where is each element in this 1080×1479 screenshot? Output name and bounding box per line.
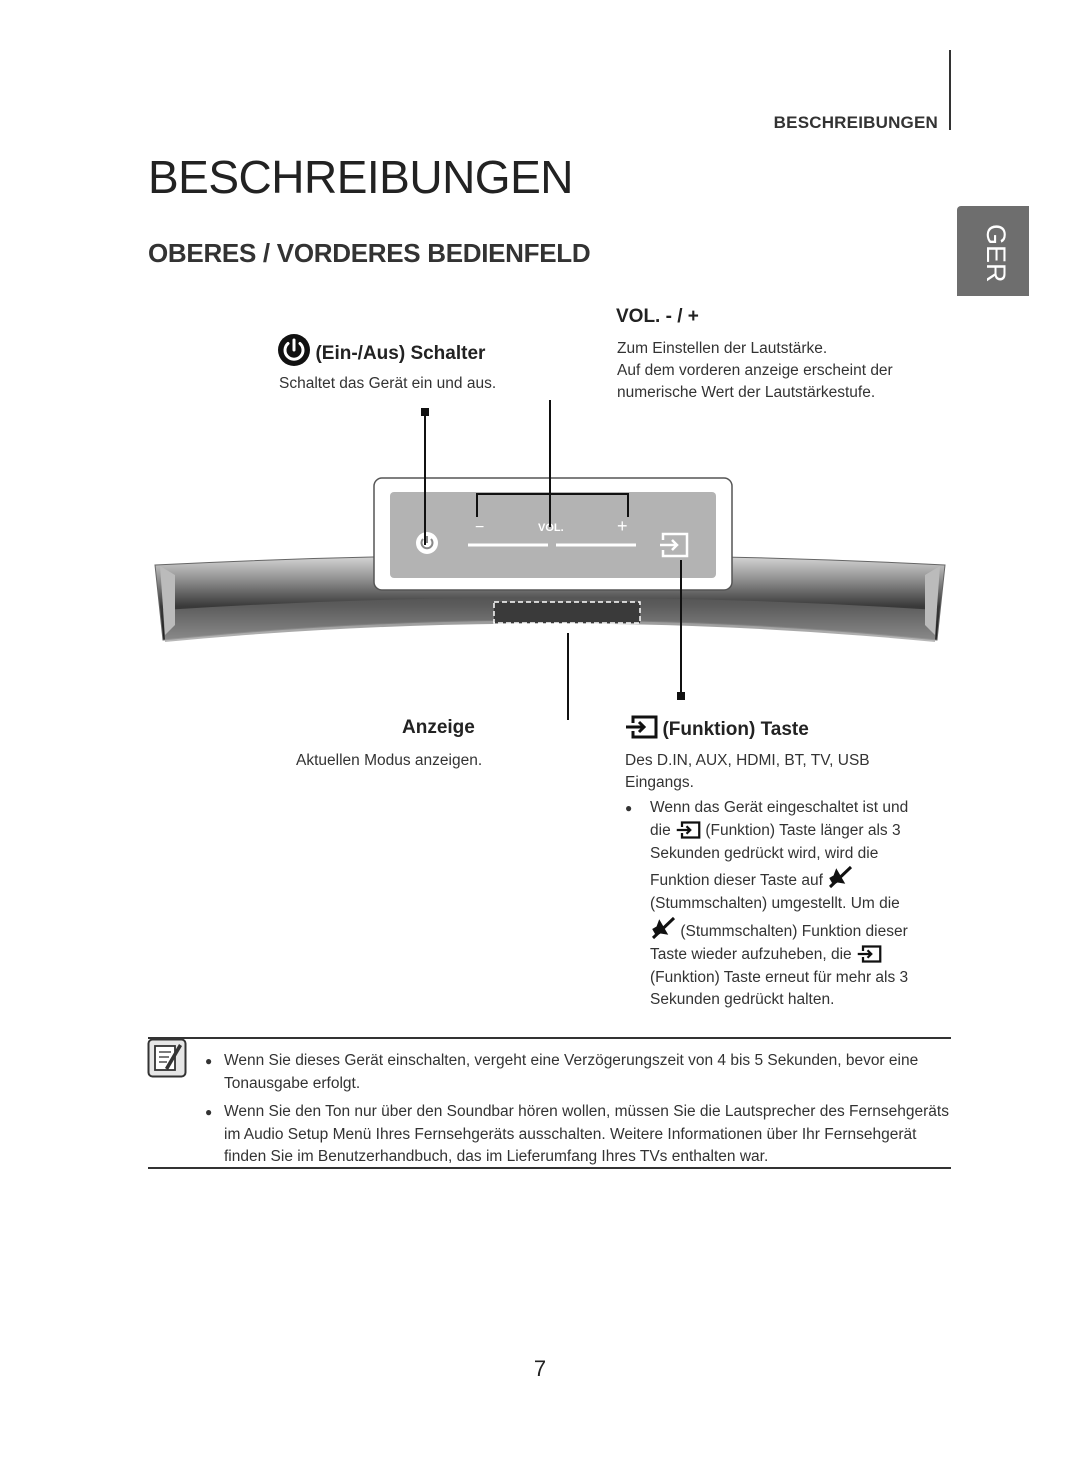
volume-callout-desc: Zum Einstellen der Lautstärke. Auf dem v… — [617, 338, 947, 404]
bullet-line: (Stummschalten) umgestellt. Um die — [650, 895, 900, 913]
input-source-icon — [676, 821, 701, 839]
mute-icon — [829, 866, 853, 889]
notes-top-rule — [148, 1037, 951, 1039]
notes-section: Wenn Sie dieses Gerät einschalten, verge… — [205, 1050, 954, 1175]
panel-vol-minus: − — [475, 519, 484, 536]
header-divider — [949, 50, 951, 130]
bullet-line: Wenn das Gerät eingeschaltet ist und — [650, 799, 909, 816]
display-callout-title: Anzeige — [402, 717, 475, 738]
mute-icon — [651, 916, 676, 940]
note-item: Wenn Sie den Ton nur über den Soundbar h… — [205, 1101, 954, 1169]
bullet-text: Taste wieder aufzuheben, die — [650, 945, 852, 963]
input-source-icon — [626, 715, 658, 739]
volume-callout-title: VOL. - / + — [616, 306, 699, 327]
bullet-text: (Funktion) Taste länger als 3 — [705, 821, 901, 839]
display-callout-desc: Aktuellen Modus anzeigen. — [296, 752, 483, 769]
note-item: Wenn Sie dieses Gerät einschalten, verge… — [205, 1050, 954, 1095]
function-desc-line: Eingangs. — [625, 774, 694, 791]
function-bullet-list: Wenn das Gerät eingeschaltet ist und die… — [625, 797, 945, 1012]
volume-desc-line: numerische Wert der Lautstärkestufe. — [617, 384, 876, 401]
control-panel-surface — [390, 492, 716, 578]
display-window — [493, 601, 641, 624]
bullet-line: (Funktion) Taste erneut für mehr als 3 — [650, 968, 909, 986]
volume-desc-line: Auf dem vorderen anzeige erscheint der — [617, 362, 893, 379]
bullet-line: (Stummschalten) Funktion dieser — [650, 916, 945, 944]
panel-vol-plus: + — [617, 516, 628, 536]
bullet-line: die (Funktion) Taste länger als 3 — [650, 820, 945, 843]
bullet-line: Taste wieder aufzuheben, die — [650, 944, 945, 967]
power-callout: (Ein-/Aus) Schalter — [277, 333, 485, 367]
power-icon — [278, 334, 310, 366]
power-callout-title: (Ein-/Aus) Schalter — [315, 343, 486, 364]
soundbar-illustration: − VOL. + — [154, 400, 946, 720]
function-bullet: Wenn das Gerät eingeschaltet ist und die… — [625, 797, 945, 1012]
bullet-line: Sekunden gedrückt wird, wird die — [650, 844, 879, 862]
bullet-text: Funktion dieser Taste auf — [650, 872, 823, 890]
page-number: 7 — [533, 1356, 547, 1381]
bullet-line: Sekunden gedrückt halten. — [650, 991, 835, 1009]
panel-vol-label: VOL. — [538, 522, 564, 534]
function-callout: (Funktion) Taste — [624, 715, 809, 741]
notes-bottom-rule — [148, 1167, 951, 1169]
function-callout-desc: Des D.IN, AUX, HDMI, BT, TV, USB Eingang… — [625, 750, 945, 1012]
input-source-icon — [857, 945, 882, 963]
bullet-text: die — [650, 821, 671, 839]
volume-desc-line: Zum Einstellen der Lautstärke. — [617, 340, 828, 357]
page-title: BESCHREIBUNGEN — [148, 151, 573, 203]
bullet-text: (Stummschalten) Funktion dieser — [680, 922, 908, 940]
bullet-line: Funktion dieser Taste auf — [650, 865, 945, 893]
notes-list: Wenn Sie dieses Gerät einschalten, verge… — [205, 1050, 954, 1169]
function-desc-line: Des D.IN, AUX, HDMI, BT, TV, USB — [625, 752, 870, 769]
note-icon — [147, 1038, 187, 1078]
function-callout-title: (Funktion) Taste — [662, 719, 809, 740]
power-callout-desc: Schaltet das Gerät ein und aus. — [279, 375, 497, 392]
running-header: BESCHREIBUNGEN — [773, 113, 938, 132]
language-tab-label: GER — [981, 224, 1011, 283]
section-title: OBERES / VORDERES BEDIENFELD — [148, 238, 591, 268]
language-tab: GER — [957, 206, 1029, 296]
